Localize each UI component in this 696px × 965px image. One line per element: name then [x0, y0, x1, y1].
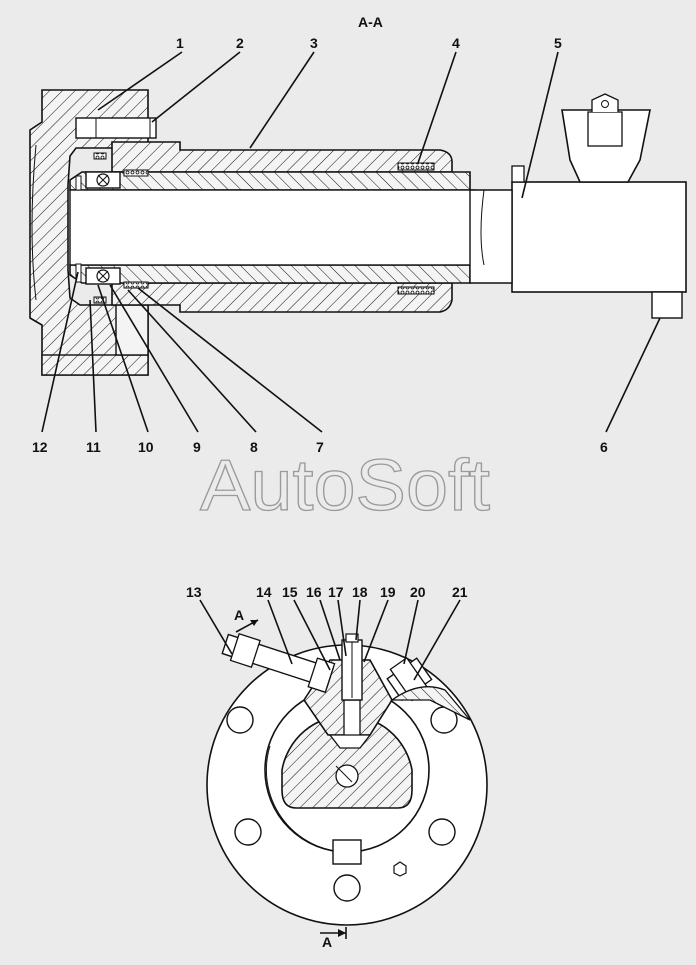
callout-10: 10 [138, 439, 154, 455]
callout-17: 17 [328, 584, 344, 600]
section-marker-bottom: А [320, 927, 347, 950]
bolt [75, 117, 157, 139]
callout-11: 11 [86, 439, 101, 455]
callout-12: 12 [32, 439, 48, 455]
callout-15: 15 [282, 584, 298, 600]
callout-16: 16 [306, 584, 322, 600]
inner-tube-lower [69, 264, 471, 284]
callout-3: 3 [310, 35, 318, 51]
callout-20: 20 [410, 584, 426, 600]
seal-4-lower [397, 286, 435, 295]
shaft-section [281, 714, 413, 809]
callout-19: 19 [380, 584, 396, 600]
plug [651, 291, 683, 319]
front-view [206, 632, 488, 926]
watermark: AutoSoft [200, 446, 490, 526]
callout-1: 1 [176, 35, 184, 51]
callout-9: 9 [193, 439, 201, 455]
top-leaders [41, 51, 661, 433]
section-mark-top-label: А [234, 607, 244, 623]
callout-5: 5 [554, 35, 562, 51]
bottom-leaders [199, 599, 461, 681]
section-marker-top: А [234, 607, 259, 633]
outer-sleeve [111, 141, 453, 173]
callout-2: 2 [236, 35, 244, 51]
callout-7: 7 [316, 439, 324, 455]
callout-13: 13 [186, 584, 202, 600]
seal-4-upper [397, 162, 435, 171]
callout-6: 6 [600, 439, 608, 455]
section-mark-bottom-label: А [322, 934, 332, 950]
callout-4: 4 [452, 35, 460, 51]
callout-14: 14 [256, 584, 272, 600]
section-view-aa [29, 89, 687, 376]
outer-sleeve-lower [111, 282, 453, 313]
callout-21: 21 [452, 584, 468, 600]
cylinder-body [511, 181, 687, 293]
callout-8: 8 [250, 439, 258, 455]
callout-18: 18 [352, 584, 368, 600]
section-title: А-А [358, 14, 383, 30]
seal-7 [123, 281, 149, 289]
